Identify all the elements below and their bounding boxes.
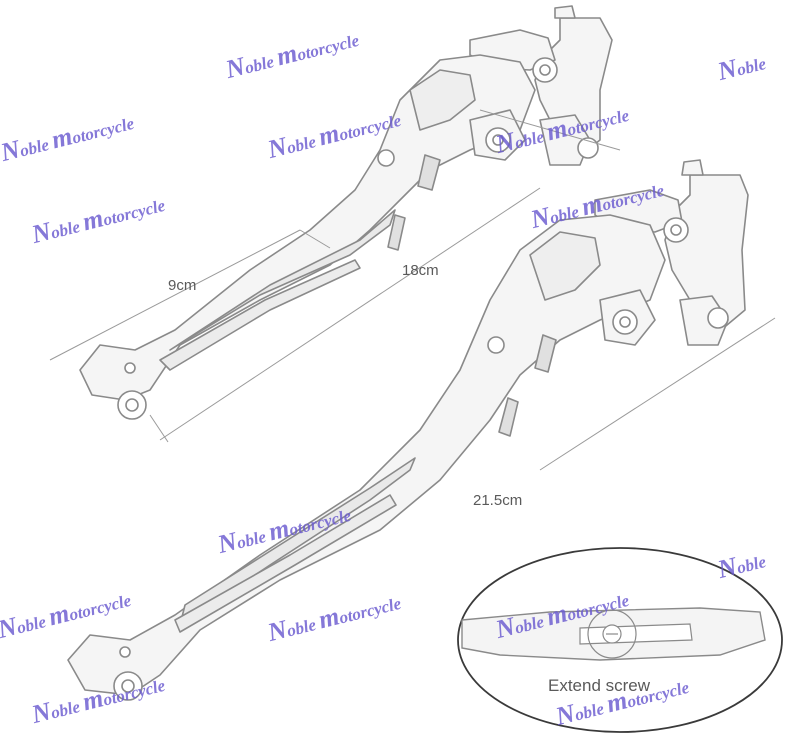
dimension-short-label: 9cm <box>168 277 197 294</box>
extend-screw-label: Extend screw <box>548 676 651 695</box>
extend-screw-callout <box>457 547 783 733</box>
dimension-long-label: 18cm <box>402 262 439 279</box>
dimension-extended-label: 21.5cm <box>473 492 523 509</box>
dimension-lines <box>49 109 776 471</box>
lower-lever <box>67 159 749 696</box>
